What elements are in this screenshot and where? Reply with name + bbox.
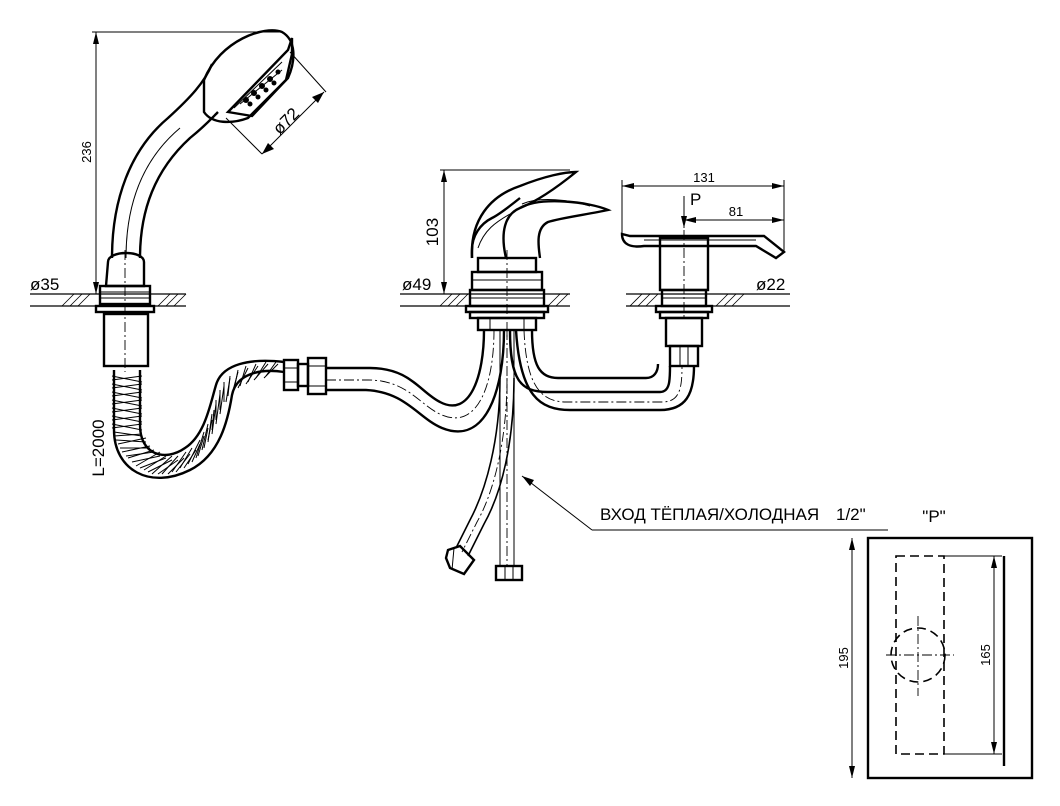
inlet-thread: 1/2" xyxy=(836,505,866,524)
deck-right xyxy=(626,293,790,307)
supply-hoses xyxy=(444,329,524,582)
dim-195: 195 xyxy=(836,647,851,669)
shower-head-nozzles xyxy=(243,69,281,107)
inlet-note: ВХОД ТЁПЛАЯ/ХОЛОДНАЯ xyxy=(600,505,819,524)
dim-165: 165 xyxy=(978,644,993,666)
view-marker-p: P xyxy=(690,190,701,209)
dim-hose-length: L=2000 xyxy=(89,419,108,476)
handshower-dimensions xyxy=(92,31,327,294)
diverter-dimensions xyxy=(621,180,785,252)
dim-81: 81 xyxy=(729,204,743,219)
hose-winding xyxy=(111,361,279,475)
dim-phi22: ø22 xyxy=(756,275,785,294)
detail-view-p xyxy=(849,536,1034,780)
connection-pipe xyxy=(326,329,506,433)
deck-left xyxy=(30,293,187,307)
dim-phi72: ø72 xyxy=(269,104,303,138)
dim-103: 103 xyxy=(423,218,442,246)
dim-phi35: ø35 xyxy=(30,275,59,294)
mixer-dimensions xyxy=(440,169,570,294)
diverter-pipe xyxy=(508,329,696,412)
dim-236: 236 xyxy=(79,141,94,163)
dim-phi49: ø49 xyxy=(402,275,431,294)
inlet-leader xyxy=(521,475,888,531)
mixer-tap xyxy=(464,170,612,340)
dim-131: 131 xyxy=(693,170,715,185)
hand-shower xyxy=(94,29,295,372)
deck-middle xyxy=(400,293,570,307)
flexible-hose xyxy=(111,356,328,480)
detail-title: "P" xyxy=(922,507,945,526)
